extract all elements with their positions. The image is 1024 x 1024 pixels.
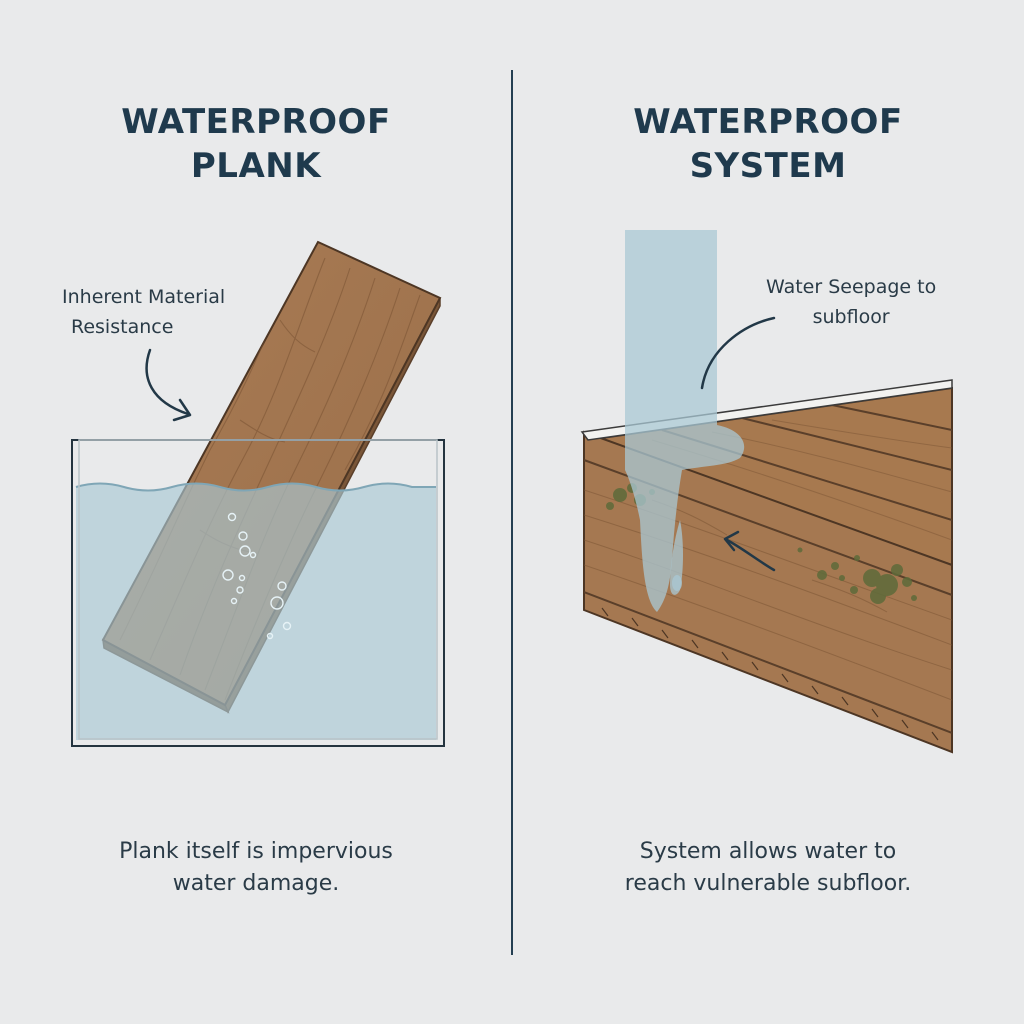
right-caption: System allows water to reach vulnerable … (512, 836, 1024, 900)
material-resistance-label-line1: Inherent Material (62, 282, 225, 312)
water-seepage-label-line1: Water Seepage to (766, 272, 936, 302)
left-caption-line1: Plank itself is impervious (0, 836, 512, 868)
left-caption: Plank itself is impervious water damage. (0, 836, 512, 900)
water-seepage-label-line2: subfloor (766, 302, 936, 332)
right-caption-line2: reach vulnerable subfloor. (512, 868, 1024, 900)
left-caption-line2: water damage. (0, 868, 512, 900)
water-seepage-label: Water Seepage to subfloor (766, 272, 936, 332)
right-caption-line1: System allows water to (512, 836, 1024, 868)
left-panel: WATERPROOF PLANK (0, 0, 512, 1024)
water-body (76, 484, 436, 741)
material-resistance-label-line2: Resistance (62, 312, 225, 342)
material-resistance-label: Inherent Material Resistance (62, 282, 225, 342)
right-panel: WATERPROOF SYSTEM (512, 0, 1024, 1024)
